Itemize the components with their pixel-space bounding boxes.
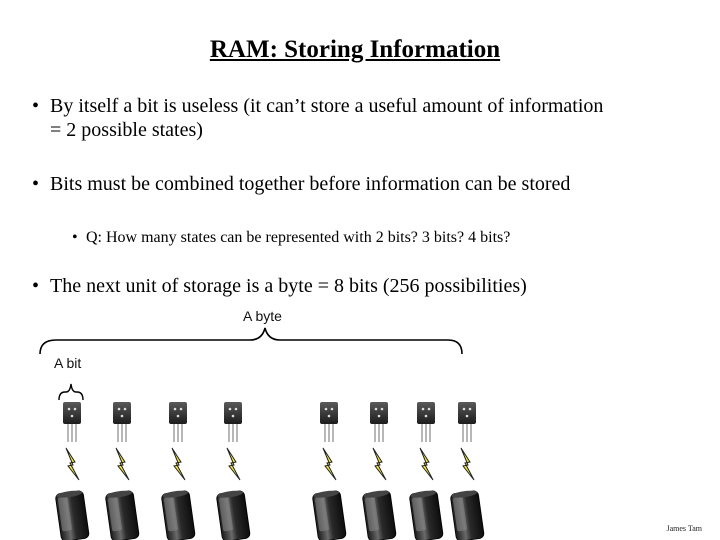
capacitor-icon — [450, 490, 485, 540]
bullet-marker: • — [32, 173, 40, 195]
transistor-icon — [169, 402, 187, 424]
capacitor-icon — [312, 490, 347, 540]
transistor-icon — [63, 402, 81, 424]
slide-title: RAM: Storing Information — [209, 36, 501, 63]
lightning-icon — [419, 447, 434, 481]
transistor-icon — [417, 402, 435, 424]
lightning-icon — [460, 447, 475, 481]
memory-cell — [216, 402, 251, 540]
transistor-icon — [320, 402, 338, 424]
capacitor-icon — [216, 490, 251, 540]
bit-brace — [58, 383, 84, 401]
memory-cell — [409, 402, 444, 540]
byte-brace — [39, 327, 463, 355]
bullet-text: Bits must be combined together before in… — [50, 173, 571, 195]
bullet-text: By itself a bit is useless (it can’t sto… — [50, 95, 604, 141]
bit-label: A bit — [54, 355, 82, 371]
sub-bullet-marker: • — [72, 229, 78, 246]
lightning-icon — [372, 447, 387, 481]
sub-bullet-question: • Q: How many states can be represented … — [72, 228, 672, 248]
byte-label: A byte — [243, 308, 282, 324]
transistor-icon — [113, 402, 131, 424]
lightning-icon — [65, 447, 80, 481]
bullet-text: The next unit of storage is a byte = 8 b… — [50, 275, 527, 297]
capacitor-icon — [105, 490, 140, 540]
bullet-marker: • — [32, 275, 40, 297]
sub-bullet-text: Q: How many states can be represented wi… — [86, 229, 511, 246]
transistor-icon — [458, 402, 476, 424]
capacitor-icon — [161, 490, 196, 540]
memory-cell — [362, 402, 397, 540]
memory-cell — [450, 402, 485, 540]
lightning-icon — [171, 447, 186, 481]
transistor-icon — [224, 402, 242, 424]
memory-cells — [55, 402, 485, 540]
capacitor-icon — [409, 490, 444, 540]
memory-cell — [312, 402, 347, 540]
bullet-byte-definition: • The next unit of storage is a byte = 8… — [32, 274, 672, 298]
capacitor-icon — [362, 490, 397, 540]
lightning-icon — [226, 447, 241, 481]
author-credit: James Tam — [666, 524, 702, 533]
memory-cell — [161, 402, 196, 540]
lightning-icon — [115, 447, 130, 481]
memory-cell — [105, 402, 140, 540]
transistor-icon — [370, 402, 388, 424]
lightning-icon — [322, 447, 337, 481]
capacitor-icon — [55, 490, 90, 540]
bullet-marker: • — [32, 95, 40, 117]
bullet-bit-useless: • By itself a bit is useless (it can’t s… — [32, 94, 612, 142]
bullet-bits-combined: • Bits must be combined together before … — [32, 172, 632, 196]
memory-cell — [55, 402, 90, 540]
